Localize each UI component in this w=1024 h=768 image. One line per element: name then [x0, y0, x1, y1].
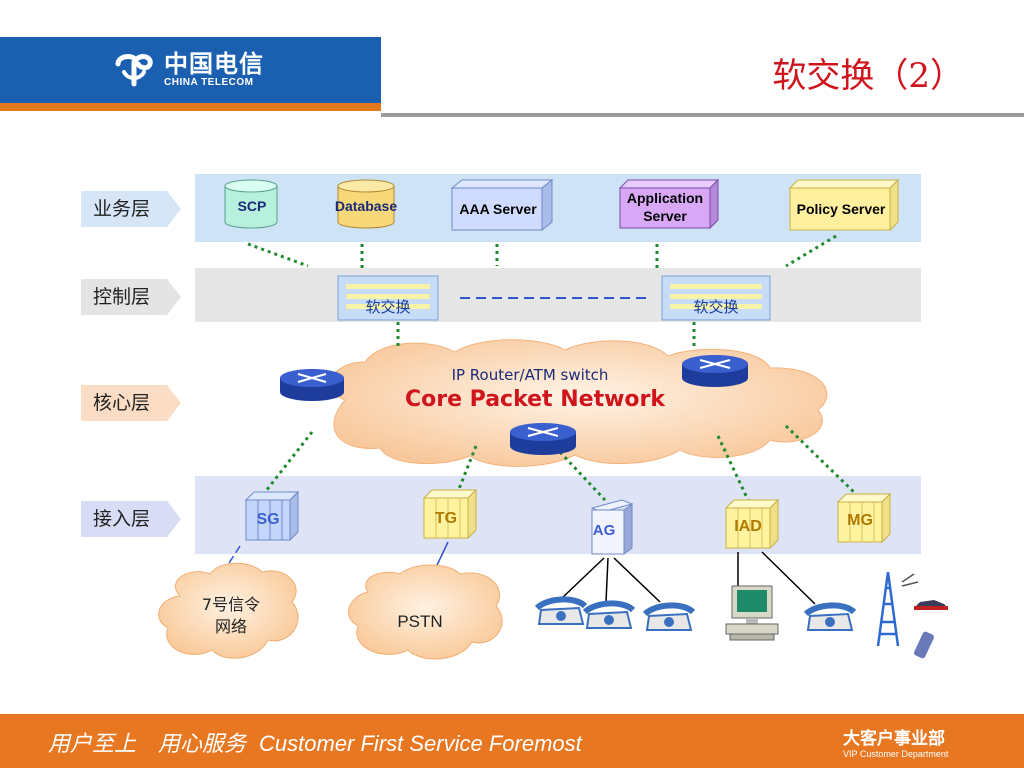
- router-icon: [510, 423, 576, 455]
- router-icon: [280, 369, 344, 401]
- sg-label: SG: [256, 511, 280, 528]
- phone-icon: [642, 602, 696, 631]
- footer-slogan-en: Customer First Service Foremost: [259, 731, 582, 756]
- scp-cylinder: [224, 179, 278, 229]
- footer-dept-en: VIP Customer Department: [843, 749, 949, 759]
- page-title: 软交换（2）: [772, 56, 964, 96]
- layer-label-access: 接入层: [93, 508, 151, 530]
- pstn-network-label: PSTN: [397, 612, 443, 631]
- header-band-accent: [0, 103, 381, 111]
- pstn-network-cloud: [348, 564, 503, 660]
- logo-text-en: CHINA TELECOM: [164, 77, 254, 88]
- core-network-subtitle: IP Router/ATM switch: [451, 366, 609, 384]
- antenna-icon: [876, 571, 919, 647]
- ss7-network-label: 7号信令 网络: [201, 595, 261, 636]
- ag-label: AG: [592, 522, 616, 539]
- layer-label-shape-core: [81, 385, 181, 421]
- core-network-title: Core Packet Network: [404, 387, 665, 412]
- layer-label-shape-service: [81, 191, 181, 227]
- dotted-links: [247, 234, 860, 502]
- header-rule: [381, 113, 1024, 117]
- tg-label: TG: [434, 510, 458, 527]
- phone-lines: [561, 551, 816, 605]
- softswitch-device-right: [661, 275, 771, 321]
- phone-icon: [534, 596, 588, 625]
- layer-label-core: 核心层: [93, 392, 151, 414]
- application-server-label: Application Server: [626, 190, 704, 224]
- iad-label: IAD: [734, 518, 762, 535]
- mg-gateway-box: [836, 492, 892, 544]
- layer-label-service: 业务层: [93, 198, 151, 220]
- sg-gateway-box: [244, 490, 300, 542]
- scp-label: SCP: [237, 198, 267, 214]
- control-layer-band: [195, 268, 921, 322]
- iad-gateway-box: [724, 498, 780, 550]
- computer-icon: [725, 585, 779, 641]
- aaa-server-label: AAA Server: [459, 201, 537, 217]
- router-icon: [682, 355, 748, 387]
- softswitch-left-label: 软交换: [365, 299, 411, 316]
- car-icon: [914, 600, 948, 610]
- phone-icon: [803, 602, 857, 631]
- softswitch-device-left: [337, 275, 439, 321]
- policy-server-label: Policy Server: [796, 201, 886, 217]
- database-cylinder: [337, 179, 395, 229]
- footer-slogan-cn: 用户至上 用心服务: [48, 732, 247, 757]
- diagram-canvas: [158, 178, 948, 660]
- tg-gateway-box: [422, 488, 478, 540]
- layer-label-control: 控制层: [93, 286, 151, 308]
- footer-department: 大客户事业部 VIP Customer Department: [843, 724, 948, 759]
- telecom-logo-icon: [115, 54, 153, 87]
- database-label: Database: [334, 198, 398, 214]
- ss7-network-cloud: [158, 562, 299, 659]
- phone-icon: [582, 600, 636, 629]
- footer-slogan: 用户至上 用心服务 Customer First Service Foremos…: [48, 726, 582, 758]
- footer-band: [0, 714, 1024, 768]
- header-band: [0, 37, 381, 103]
- application-server-box: [618, 178, 720, 230]
- mobile-phone-icon: [914, 631, 934, 659]
- logo-text-cn: 中国电信: [164, 50, 264, 78]
- mg-label: MG: [847, 512, 873, 529]
- layer-label-shape-control: [81, 279, 181, 315]
- china-telecom-logo: 中国电信 CHINA TELECOM: [112, 50, 264, 90]
- footer-dept-cn: 大客户事业部: [843, 729, 945, 749]
- aaa-server-box: [450, 178, 554, 232]
- layer-label-shape-access: [81, 501, 181, 537]
- ag-gateway-box: [590, 499, 634, 555]
- softswitch-right-label: 软交换: [693, 299, 739, 316]
- policy-server-box: [788, 178, 900, 232]
- access-layer-band: [195, 476, 921, 554]
